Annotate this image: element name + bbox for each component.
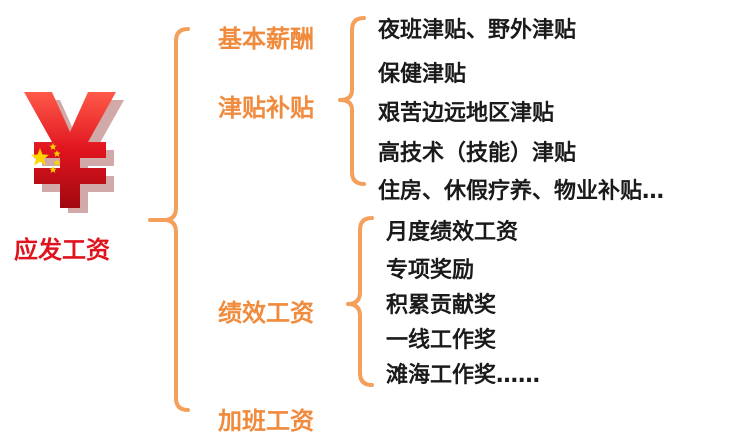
allowance-item: 高技术（技能）津贴 [378, 141, 577, 166]
allowance-item: 住房、休假疗养、物业补贴… [378, 179, 665, 204]
allowance-item: 保健津贴 [378, 62, 467, 87]
performance-item: 滩海工作奖…… [386, 363, 541, 388]
performance-item: 月度绩效工资 [386, 220, 519, 245]
root-label: 应发工资 [14, 236, 110, 264]
performance-item: 专项奖励 [386, 258, 475, 283]
performance-bracket [346, 216, 374, 387]
allowance-item: 夜班津贴、野外津贴 [378, 18, 577, 43]
category-basic-pay: 基本薪酬 [218, 25, 314, 53]
category-overtime-pay: 加班工资 [218, 407, 314, 435]
category-allowances: 津贴补贴 [218, 94, 314, 122]
allowance-bracket [338, 16, 366, 186]
performance-item: 一线工作奖 [386, 328, 497, 353]
main-bracket [148, 27, 190, 412]
category-performance-pay: 绩效工资 [218, 299, 314, 327]
allowance-item: 艰苦边远地区津贴 [378, 101, 555, 126]
performance-item: 积累贡献奖 [386, 293, 497, 318]
yuan-symbol-icon [24, 92, 124, 213]
big-star-icon [31, 148, 49, 166]
